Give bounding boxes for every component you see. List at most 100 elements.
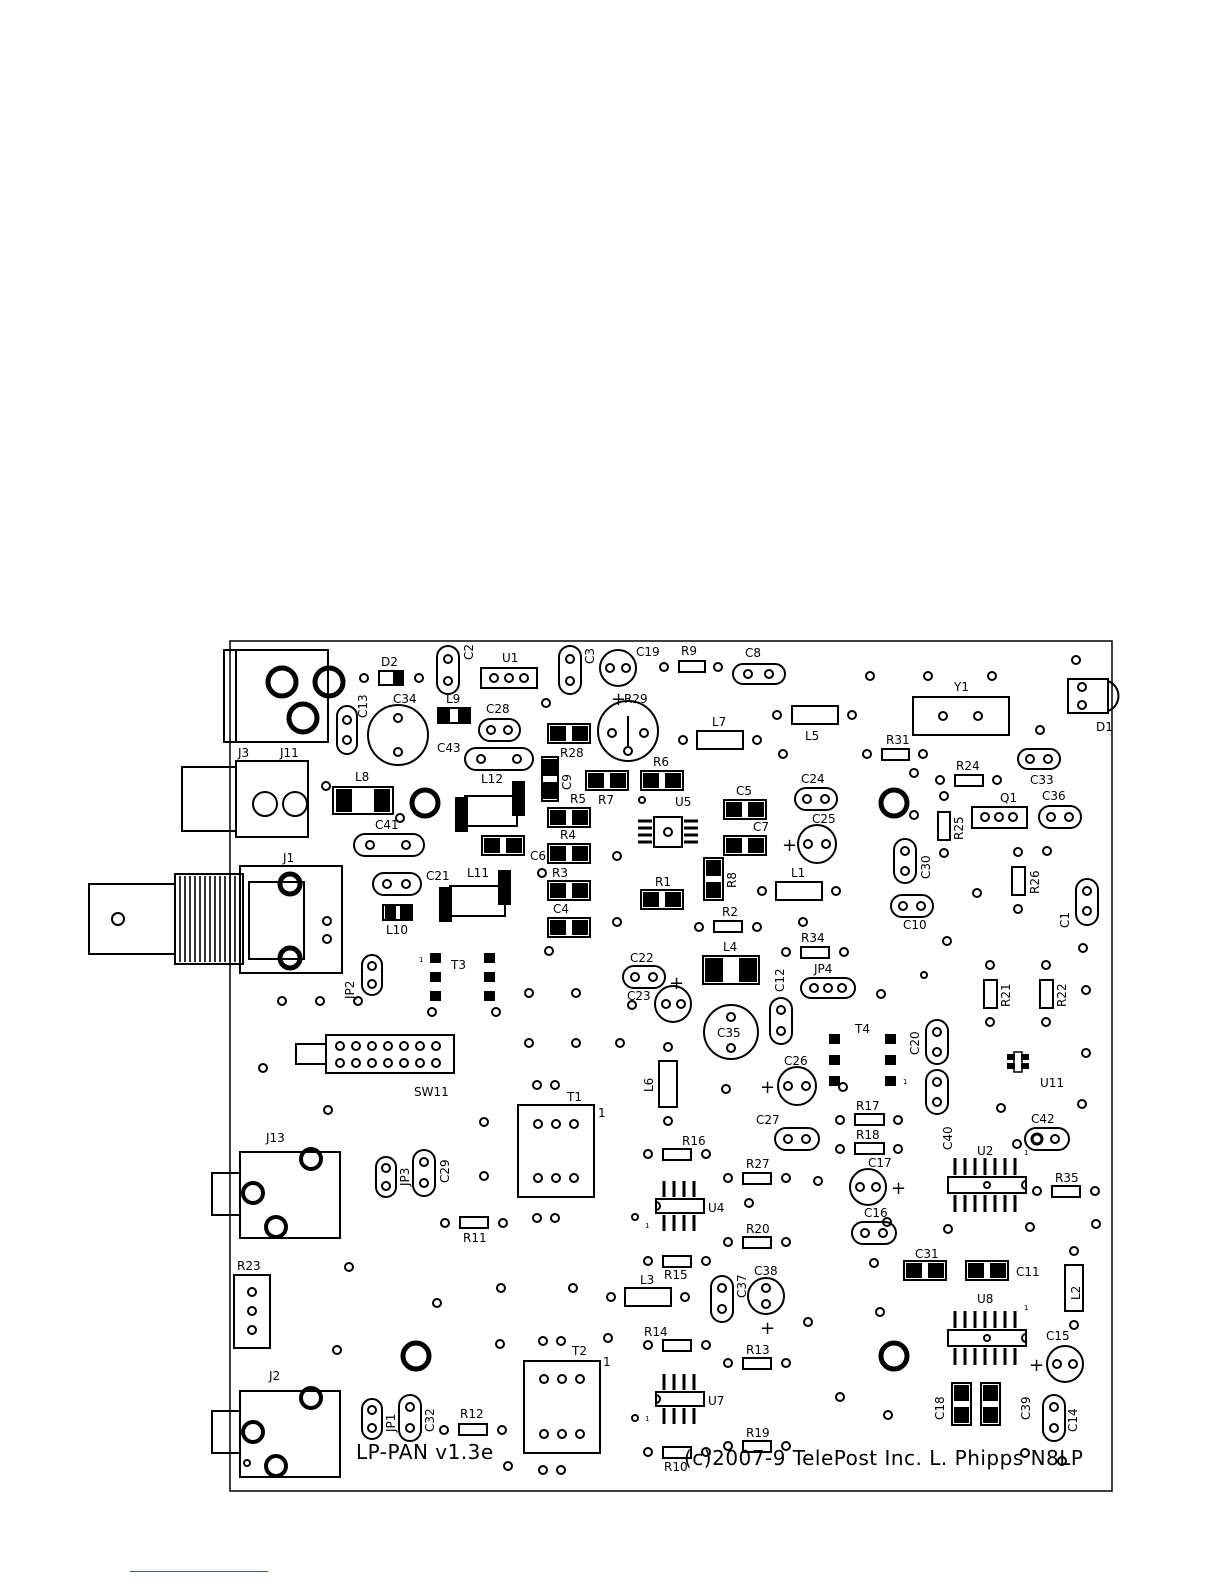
refdes-label: C1: [1058, 912, 1072, 928]
refdes-label: L4: [723, 940, 737, 954]
jumper-jp3: JP3: [375, 1156, 412, 1198]
refdes-label: L7: [712, 715, 726, 729]
switch-header-sw11: SW11: [295, 1034, 455, 1099]
resistor-r17: R17: [835, 1099, 903, 1126]
refdes-label: C23: [627, 989, 651, 1003]
refdes-label: JP2: [343, 981, 357, 1000]
refdes-label: C42: [1031, 1112, 1055, 1126]
resistor-r34: R34: [781, 931, 849, 959]
refdes-label: L1: [791, 866, 805, 880]
refdes-label: R14: [644, 1325, 668, 1339]
refdes-label: C33: [1030, 773, 1054, 787]
refdes-label: R20: [746, 1222, 770, 1236]
refdes-label: U5: [675, 795, 691, 809]
refdes-label: R8: [725, 872, 739, 888]
refdes-label: C5: [736, 784, 752, 798]
refdes-label: R10: [664, 1460, 688, 1474]
capacitor-c15: + C15: [1029, 1329, 1084, 1383]
refdes-label: C16: [864, 1206, 888, 1220]
led-d1: D1: [1067, 678, 1120, 734]
refdes-label: C11: [1016, 1265, 1040, 1279]
capacitor-c42: C42: [1024, 1112, 1070, 1151]
refdes-label: C22: [630, 951, 654, 965]
refdes-label: C20: [908, 1031, 922, 1055]
refdes-label: 1: [419, 956, 423, 964]
resistor-r9: R9: [659, 644, 723, 673]
resistor-r13: R13: [723, 1343, 791, 1370]
refdes-label: +: [760, 1318, 775, 1339]
refdes-label: +: [1029, 1355, 1044, 1376]
resistor-r12: R12: [439, 1407, 507, 1436]
capacitor-c9: C9: [541, 756, 574, 802]
transistor-q1: Q1: [971, 791, 1028, 829]
resistor-r15: R15: [643, 1255, 711, 1282]
bottom-rule: [130, 1571, 268, 1572]
capacitor-c19: C19: [599, 645, 660, 687]
capacitor-c30: C30: [893, 838, 933, 884]
diode-d2: D2: [359, 655, 424, 686]
refdes-label: R22: [1055, 983, 1069, 1007]
board-outline: [229, 640, 1113, 1492]
capacitor-c26: + C26: [760, 1054, 817, 1106]
refdes-label: C24: [801, 772, 825, 786]
refdes-label: Y1: [953, 680, 969, 694]
refdes-label: R31: [886, 733, 910, 747]
refdes-label: L3: [640, 1273, 654, 1287]
refdes-label: C6: [530, 849, 546, 863]
refdes-label: C15: [1046, 1329, 1070, 1343]
refdes-label: C37: [735, 1274, 749, 1298]
inductor-l8: L8: [332, 770, 394, 815]
capacitor-c1: C1: [1058, 878, 1099, 928]
ic-u11: U11: [1007, 1051, 1064, 1090]
resistor-r6: R6: [640, 755, 684, 791]
capacitor-c34: C34: [367, 692, 429, 766]
resistor-r3: R3: [547, 866, 591, 901]
refdes-label: U8: [977, 1292, 993, 1306]
refdes-label: +: [760, 1077, 775, 1098]
refdes-label: +: [782, 835, 797, 856]
trimmer-r23: R23: [233, 1259, 271, 1349]
refdes-label: R2: [722, 905, 738, 919]
refdes-label: C2: [462, 644, 476, 660]
jumper-jp4: JP4: [800, 962, 856, 999]
refdes-label: 1: [903, 1078, 907, 1086]
resistor-r14: R14: [643, 1325, 711, 1352]
refdes-label: R17: [856, 1099, 880, 1113]
refdes-label: R16: [682, 1134, 706, 1148]
resistor-r26: R26: [1011, 847, 1042, 914]
refdes-label: C34: [393, 692, 417, 706]
refdes-label: R9: [681, 644, 697, 658]
refdes-label: 1: [603, 1355, 611, 1369]
resistor-r28: R28: [547, 723, 591, 760]
refdes-label: C14: [1066, 1408, 1080, 1432]
mounting-holes: [400, 787, 910, 1372]
refdes-label: R12: [460, 1407, 484, 1421]
refdes-label: C4: [553, 902, 569, 916]
refdes-label: SW11: [414, 1085, 449, 1099]
refdes-label: L9: [446, 692, 460, 706]
inductor-l9: L9: [437, 692, 471, 724]
refdes-label: J1: [282, 851, 294, 865]
resistor-r35: R35: [1032, 1171, 1100, 1198]
ic-u7: 1 U7: [631, 1374, 724, 1424]
refdes-label: R34: [801, 931, 825, 945]
refdes-label: D2: [381, 655, 398, 669]
refdes-label: C26: [784, 1054, 808, 1068]
refdes-label: C3: [583, 648, 597, 664]
capacitor-c24: C24: [794, 772, 838, 811]
ic-u5: U5: [638, 795, 698, 848]
refdes-label: JP4: [813, 962, 832, 976]
capacitor-c25: + C25: [782, 812, 837, 864]
jack-j2: J2: [211, 1369, 341, 1478]
refdes-label: R28: [560, 746, 584, 760]
refdes-label: R6: [653, 755, 669, 769]
refdes-label: C29: [438, 1159, 452, 1183]
inductor-l12: L12: [455, 772, 525, 832]
inductor-l11: L11: [439, 866, 511, 922]
capacitor-c3: C3: [558, 645, 597, 695]
capacitor-c28: C28: [478, 702, 521, 742]
capacitor-c5: C5: [723, 784, 767, 820]
board-title: LP-PAN v1.3e: [356, 1440, 494, 1464]
ic-u2: 1 U2: [947, 1144, 1028, 1212]
